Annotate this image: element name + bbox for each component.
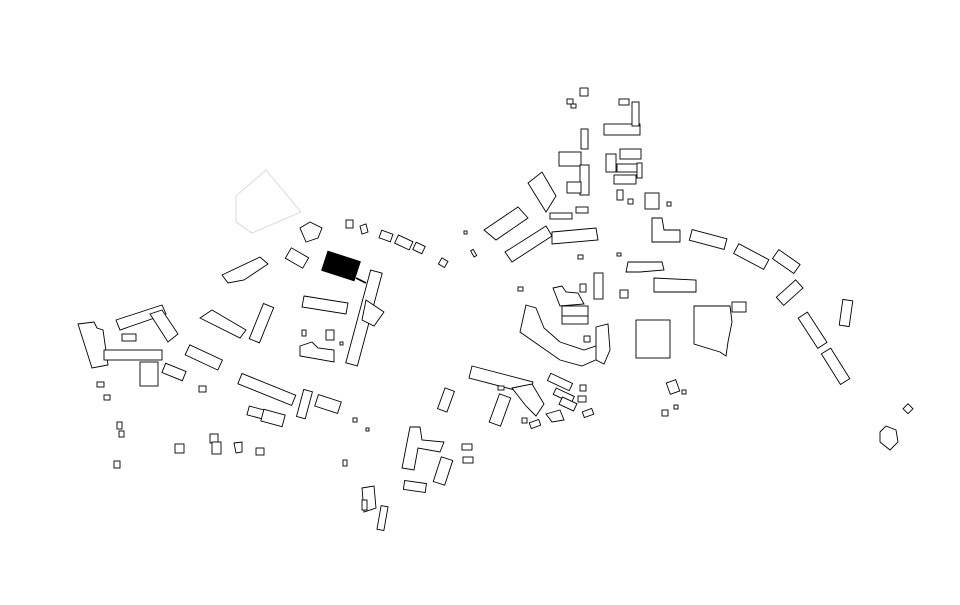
- building-group-east-central: [517, 252, 747, 417]
- building-group-north: [483, 87, 681, 263]
- plot-boundary: [235, 169, 302, 234]
- building-group-east: [688, 228, 914, 451]
- building-group-west: [77, 221, 342, 469]
- highlighted-building: [321, 250, 367, 284]
- building-group-central: [299, 219, 478, 467]
- building-group-south: [361, 365, 595, 532]
